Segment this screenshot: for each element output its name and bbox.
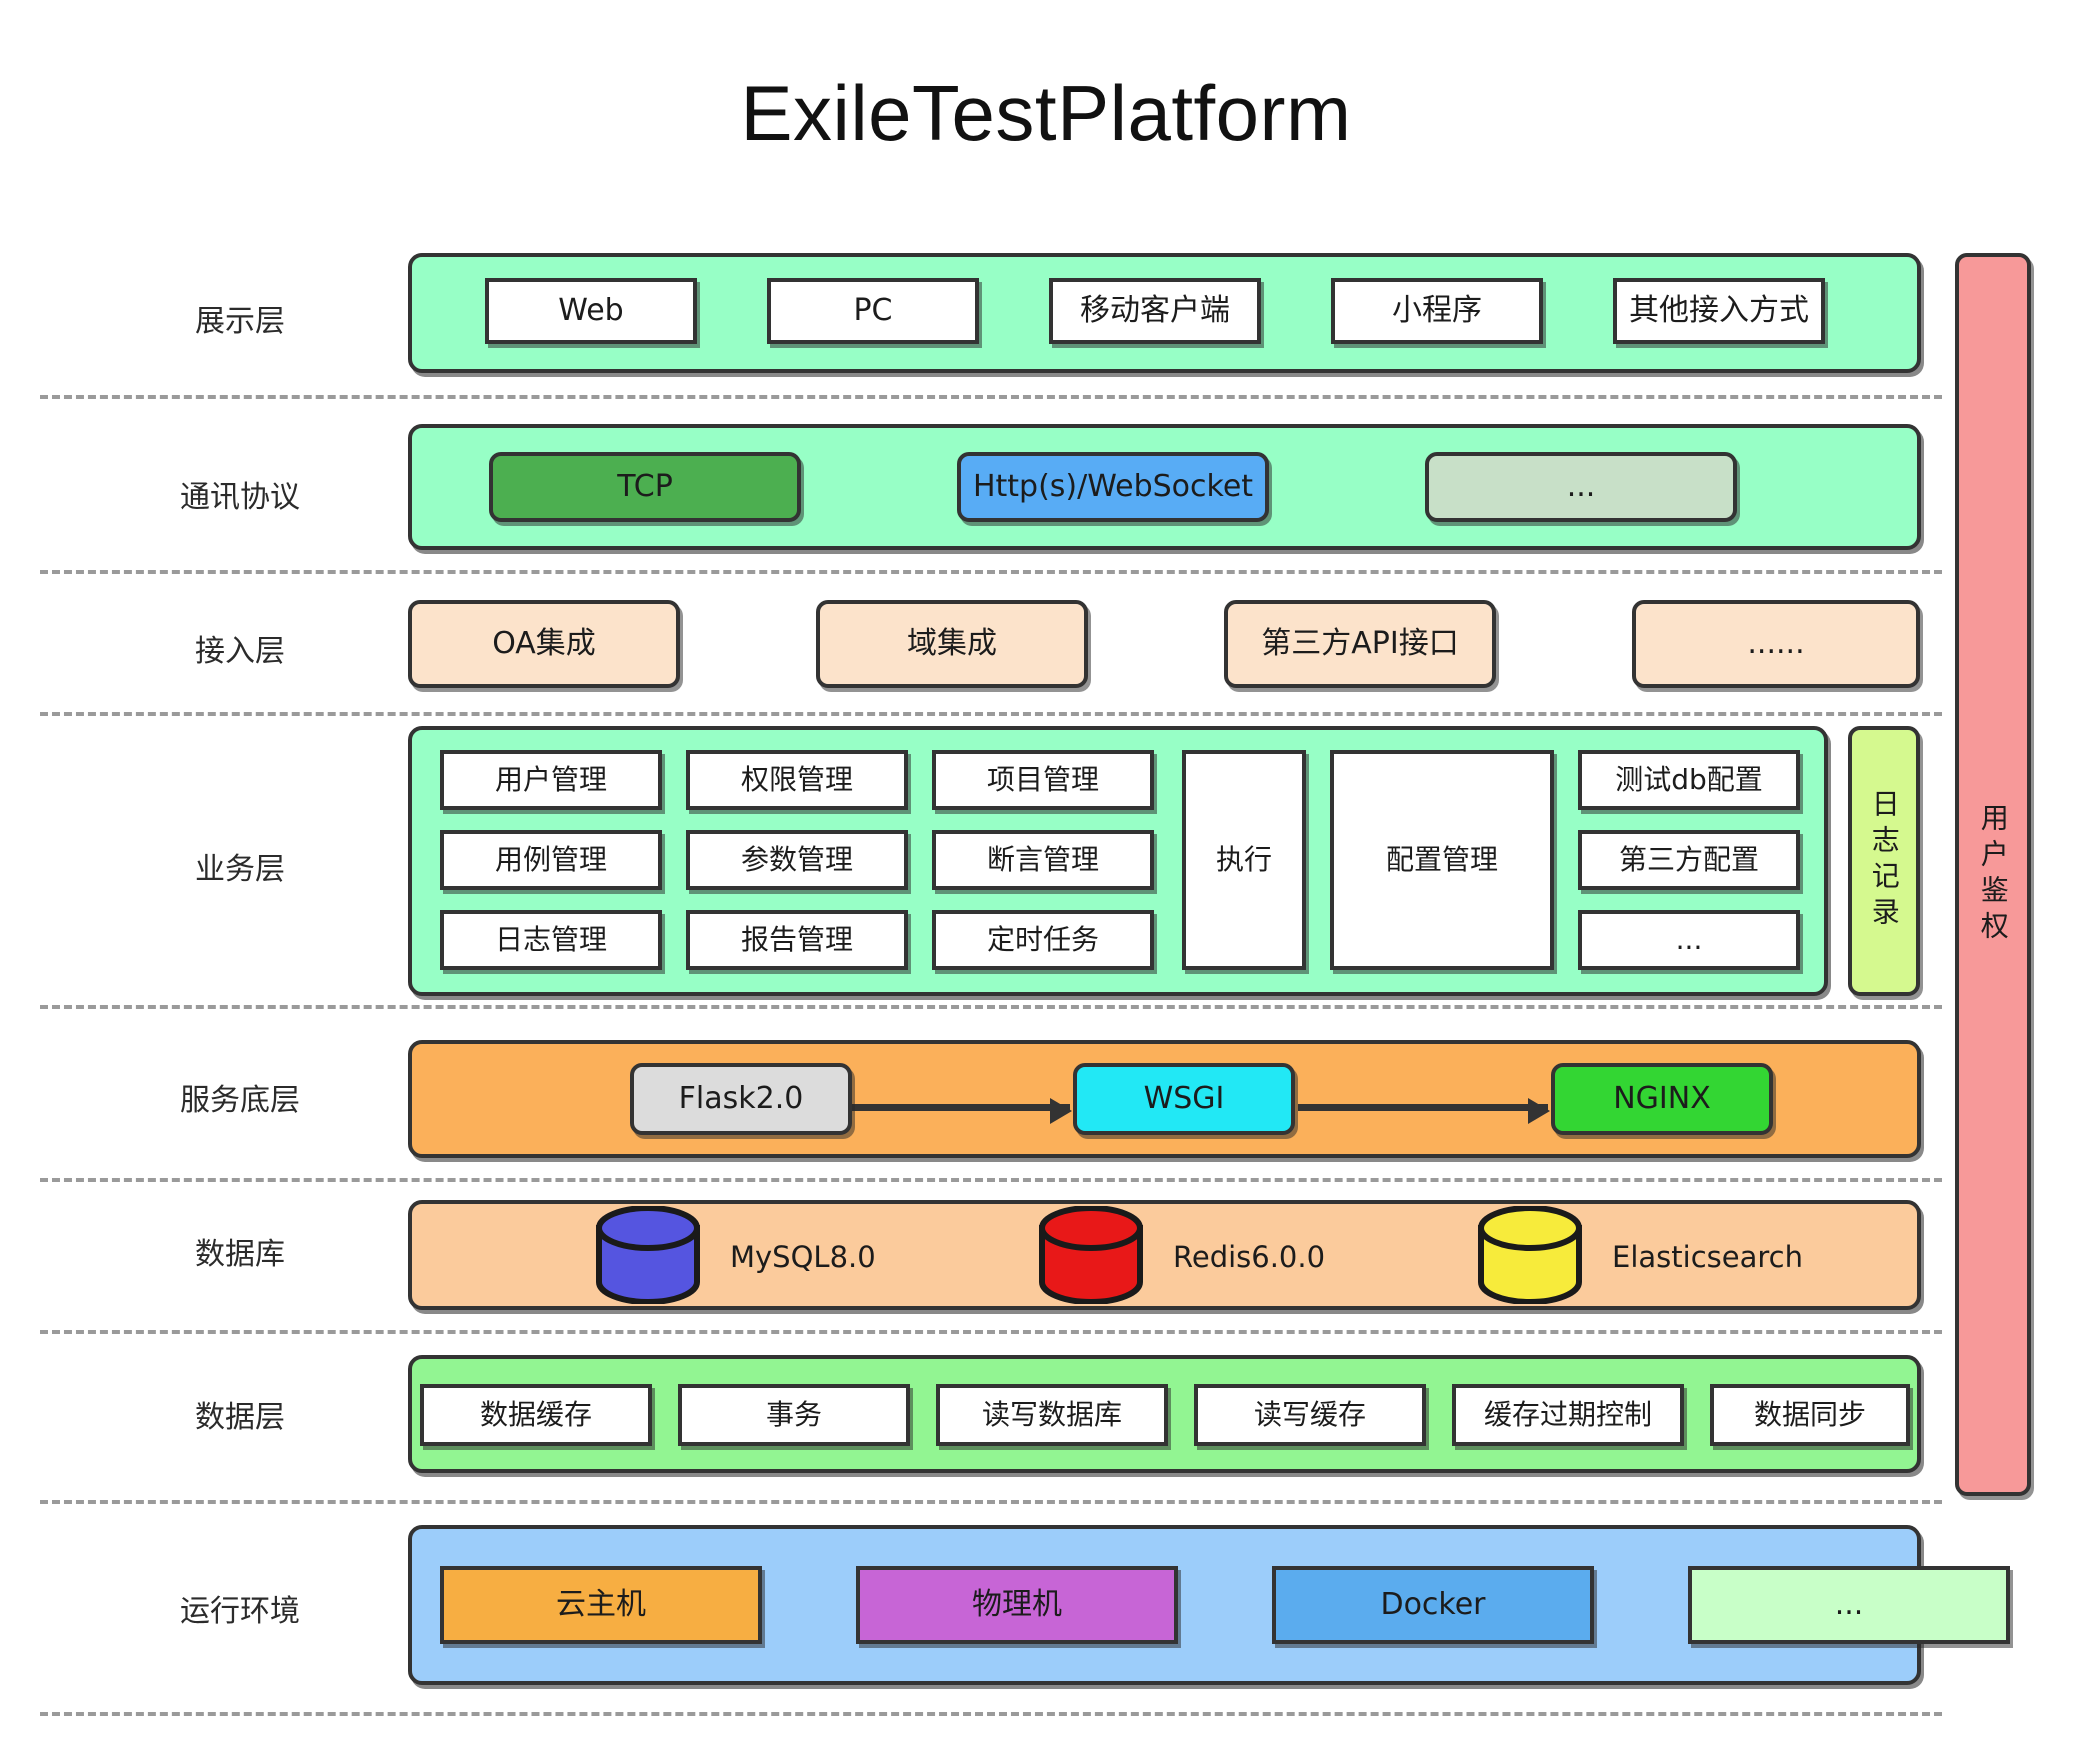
node-web[interactable]: Web: [485, 278, 697, 344]
row-label-runtime: 运行环境: [180, 1594, 300, 1629]
row-label-presentation: 展示层: [195, 304, 285, 339]
node-physical-host[interactable]: 物理机: [856, 1566, 1178, 1644]
cell-test-db-config[interactable]: 测试db配置: [1578, 750, 1800, 810]
divider-1: [40, 395, 1942, 399]
node-domain-integration[interactable]: 域集成: [816, 600, 1088, 688]
row-label-service: 服务底层: [180, 1083, 300, 1118]
divider-7: [40, 1500, 1942, 1504]
arrow-wsgi-to-nginx: [1298, 1098, 1550, 1124]
cell-thirdparty-config[interactable]: 第三方配置: [1578, 830, 1800, 890]
node-http-ws[interactable]: Http(s)/WebSocket: [957, 452, 1269, 522]
row-label-access: 接入层: [195, 634, 285, 669]
node-wsgi[interactable]: WSGI: [1073, 1063, 1295, 1135]
node-rw-database[interactable]: 读写数据库: [936, 1384, 1168, 1446]
node-pc[interactable]: PC: [767, 278, 979, 344]
cell-case-mgmt[interactable]: 用例管理: [440, 830, 662, 890]
arrow-flask-to-wsgi: [848, 1098, 1072, 1124]
row-label-database: 数据库: [195, 1237, 285, 1272]
node-miniapp[interactable]: 小程序: [1331, 278, 1543, 344]
sidebar-user-auth[interactable]: 用户鉴权: [1955, 253, 2031, 1496]
cell-config-mgmt[interactable]: 配置管理: [1330, 750, 1554, 970]
cell-report-mgmt[interactable]: 报告管理: [686, 910, 908, 970]
divider-5: [40, 1178, 1942, 1182]
node-cloud-host[interactable]: 云主机: [440, 1566, 762, 1644]
divider-3: [40, 712, 1942, 716]
cylinder-redis: [1036, 1206, 1146, 1304]
row-label-business: 业务层: [195, 852, 285, 887]
node-mobile[interactable]: 移动客户端: [1049, 278, 1261, 344]
row-label-data: 数据层: [195, 1400, 285, 1435]
node-data-sync[interactable]: 数据同步: [1710, 1384, 1910, 1446]
cell-scheduled-task[interactable]: 定时任务: [932, 910, 1154, 970]
label-mysql: MySQL8.0: [730, 1240, 876, 1274]
node-thirdparty-api[interactable]: 第三方API接口: [1224, 600, 1496, 688]
divider-4: [40, 1005, 1942, 1009]
node-docker[interactable]: Docker: [1272, 1566, 1594, 1644]
node-tcp[interactable]: TCP: [489, 452, 801, 522]
node-protocol-more[interactable]: ...: [1425, 452, 1737, 522]
label-redis: Redis6.0.0: [1173, 1240, 1326, 1274]
cell-log-mgmt[interactable]: 日志管理: [440, 910, 662, 970]
cell-execute[interactable]: 执行: [1182, 750, 1306, 970]
node-nginx[interactable]: NGINX: [1551, 1063, 1773, 1135]
node-flask[interactable]: Flask2.0: [630, 1063, 852, 1135]
cylinder-mysql: [593, 1206, 703, 1304]
node-rw-cache[interactable]: 读写缓存: [1194, 1384, 1426, 1446]
node-cache-expiry[interactable]: 缓存过期控制: [1452, 1384, 1684, 1446]
divider-8: [40, 1712, 1942, 1716]
page-title: ExileTestPlatform: [740, 69, 1352, 157]
node-other-access[interactable]: 其他接入方式: [1613, 278, 1825, 344]
node-access-more[interactable]: ......: [1632, 600, 1920, 688]
node-transaction[interactable]: 事务: [678, 1384, 910, 1446]
node-oa-integration[interactable]: OA集成: [408, 600, 680, 688]
cell-user-mgmt[interactable]: 用户管理: [440, 750, 662, 810]
row-label-protocol: 通讯协议: [180, 480, 300, 515]
label-elasticsearch: Elasticsearch: [1612, 1240, 1803, 1274]
cylinder-elasticsearch: [1475, 1206, 1585, 1304]
cell-assert-mgmt[interactable]: 断言管理: [932, 830, 1154, 890]
cell-perm-mgmt[interactable]: 权限管理: [686, 750, 908, 810]
divider-6: [40, 1330, 1942, 1334]
node-data-cache[interactable]: 数据缓存: [420, 1384, 652, 1446]
cell-param-mgmt[interactable]: 参数管理: [686, 830, 908, 890]
cell-config-more[interactable]: ...: [1578, 910, 1800, 970]
divider-2: [40, 570, 1942, 574]
node-runtime-more[interactable]: ...: [1688, 1566, 2010, 1644]
cell-project-mgmt[interactable]: 项目管理: [932, 750, 1154, 810]
sidebar-log-record[interactable]: 日志记录: [1848, 726, 1920, 996]
